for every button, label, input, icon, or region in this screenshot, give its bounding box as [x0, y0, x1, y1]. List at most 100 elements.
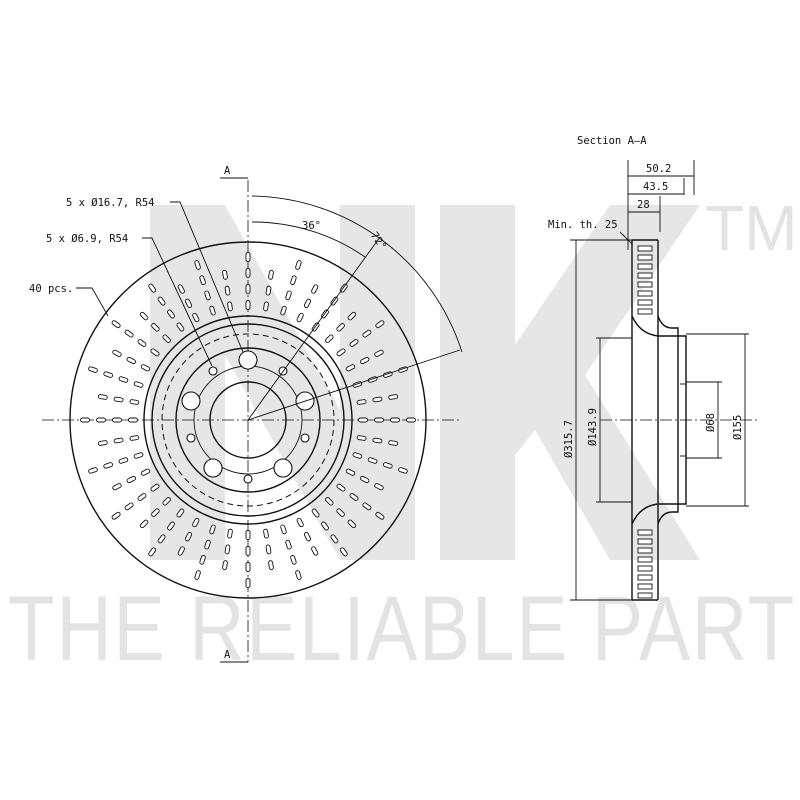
- cooling-slot: [111, 511, 121, 520]
- vent-channel: [637, 529, 653, 536]
- cooling-slot: [194, 570, 201, 580]
- cooling-slot: [311, 508, 320, 518]
- cooling-slot: [224, 285, 231, 296]
- vent-channel: [637, 574, 653, 581]
- cooling-slot: [311, 284, 319, 294]
- cooling-slot: [97, 394, 108, 400]
- cooling-slot: [268, 560, 274, 571]
- cooling-slot: [336, 508, 345, 517]
- cooling-slot: [325, 334, 334, 343]
- section-marker-top: A: [224, 165, 231, 177]
- cooling-slot: [118, 376, 129, 383]
- cooling-slot: [375, 320, 385, 329]
- cooling-slot: [162, 334, 171, 343]
- cooling-slot: [204, 290, 211, 301]
- vent-channel: [637, 556, 653, 563]
- cooling-slot: [227, 301, 233, 312]
- pin-hole: [208, 366, 218, 376]
- cooling-slot: [362, 502, 372, 511]
- cooling-slot: [372, 437, 383, 444]
- cooling-slot: [148, 283, 157, 293]
- cooling-slot: [336, 348, 346, 357]
- cooling-slot: [103, 462, 114, 469]
- cooling-slot: [192, 312, 200, 323]
- cooling-slot: [133, 381, 144, 388]
- cooling-slot: [177, 546, 185, 556]
- cooling-slot: [372, 396, 383, 403]
- cooling-slot: [150, 348, 160, 357]
- cooling-slot: [192, 517, 200, 528]
- vent-channel: [637, 538, 653, 545]
- cooling-slot: [245, 546, 251, 556]
- cooling-slot: [133, 452, 144, 459]
- cooling-slot: [139, 519, 149, 529]
- vent-channel: [637, 583, 653, 590]
- cooling-slot: [118, 457, 129, 464]
- section-view: Section A–A 50.2 43.5 28 Min. th. 25: [548, 135, 760, 601]
- cooling-slot: [199, 554, 206, 565]
- cooling-slot-pattern: [80, 252, 416, 588]
- cooling-slot: [362, 329, 372, 338]
- cooling-slot: [280, 524, 287, 535]
- cooling-slot: [96, 417, 106, 423]
- vent-channel: [637, 272, 653, 279]
- callout-pin-holes: 5 x Ø6.9, R54: [46, 233, 128, 245]
- cooling-slot: [148, 547, 157, 557]
- cooling-slot: [374, 483, 384, 491]
- cooling-slot: [245, 300, 251, 310]
- callout-bolt-holes: 5 x Ø16.7, R54: [66, 197, 155, 209]
- vent-channel: [637, 281, 653, 288]
- cooling-slot: [352, 452, 363, 459]
- cooling-slot: [199, 275, 206, 286]
- cooling-slot: [184, 532, 193, 542]
- vent-channels-top: [637, 245, 653, 315]
- cooling-slot: [245, 284, 251, 294]
- cooling-slot: [176, 322, 185, 332]
- vent-channel: [637, 592, 653, 599]
- bolt-hole: [181, 391, 201, 411]
- leader-pin-holes: [142, 237, 213, 367]
- leader-slots: [76, 287, 109, 317]
- friction-ring-inner-edge: [143, 315, 353, 525]
- cooling-slot: [295, 260, 302, 270]
- cooling-slot: [97, 440, 108, 446]
- bolt-hole: [203, 458, 223, 478]
- cooling-slot: [157, 534, 166, 544]
- cooling-slot: [360, 475, 370, 484]
- vent-channel: [637, 263, 653, 270]
- cooling-slot: [349, 339, 359, 347]
- cooling-slot: [290, 275, 297, 286]
- min-thickness-label: Min. th. 25: [548, 219, 618, 231]
- cooling-slot: [356, 399, 367, 405]
- cooling-slot: [140, 364, 151, 372]
- cooling-slot: [176, 508, 185, 518]
- vent-channel: [637, 290, 653, 297]
- vent-channel: [637, 308, 653, 315]
- cooling-slot: [88, 366, 98, 373]
- angle-ray-36: [247, 236, 381, 421]
- cooling-slot: [222, 269, 228, 280]
- cooling-slot: [177, 284, 185, 294]
- angle-arc-36: [251, 221, 366, 258]
- bolt-hole: [273, 458, 293, 478]
- cooling-slot: [227, 528, 233, 539]
- cooling-slot: [140, 468, 151, 476]
- cooling-slot: [398, 467, 408, 474]
- cooling-slot: [139, 311, 149, 321]
- cooling-slot: [345, 364, 356, 372]
- cooling-slot: [347, 311, 357, 321]
- section-marker-bottom: A: [224, 649, 231, 661]
- cooling-slot: [137, 493, 147, 501]
- vent-channel: [637, 254, 653, 261]
- hat-outer-edge: [151, 323, 345, 517]
- dim-width-total: 50.2: [646, 163, 671, 175]
- cooling-slot: [126, 356, 136, 365]
- watermark-slogan: THE RELIABLE PART: [8, 578, 796, 680]
- cooling-slot: [224, 544, 231, 555]
- angle-ray-72: [247, 349, 461, 421]
- cooling-slot: [390, 417, 400, 423]
- hat-hidden-contour: [161, 333, 335, 507]
- cooling-slot: [311, 546, 319, 556]
- cooling-slot: [285, 539, 292, 550]
